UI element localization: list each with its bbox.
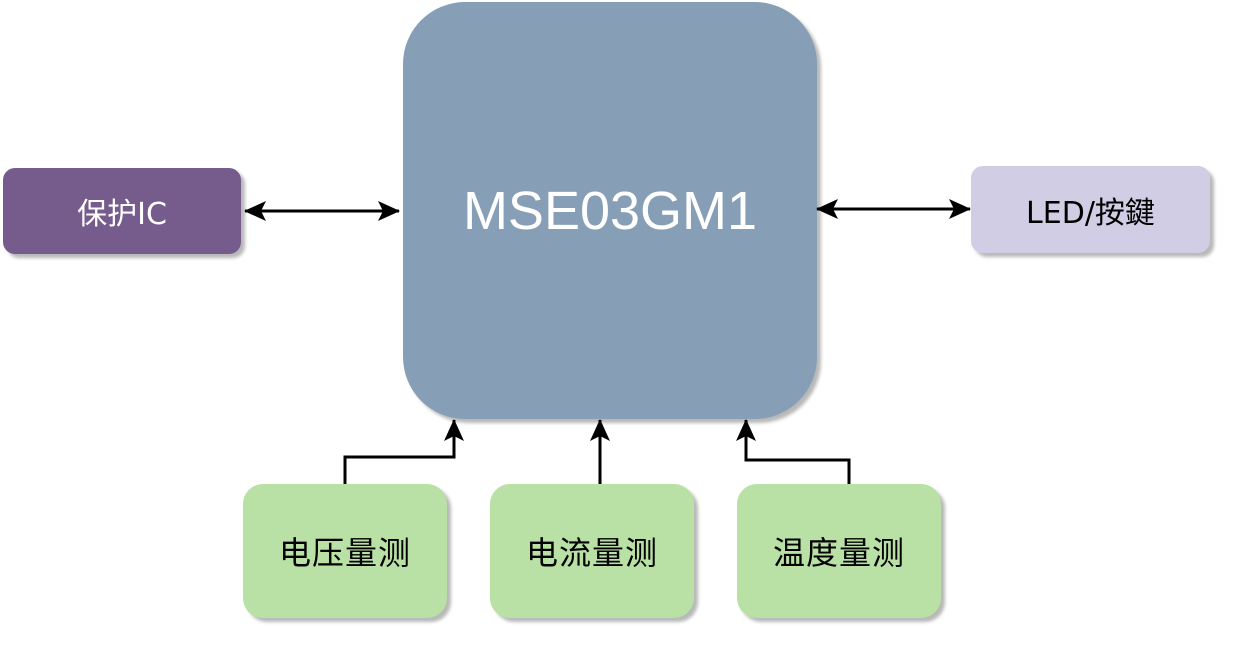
temperature-measure-label: 温度量测 — [772, 534, 905, 572]
temperature-mcu-arrow — [736, 419, 851, 484]
led-keys-label: LED/按鍵 — [1026, 195, 1155, 231]
mcu-block: MSE03GM1 — [403, 2, 817, 419]
temperature-measure-block: 温度量测 — [737, 484, 941, 618]
led-keys-block: LED/按鍵 — [971, 166, 1210, 253]
voltage-mcu-arrow — [343, 419, 464, 484]
protect-ic-block: 保护IC — [3, 168, 241, 254]
voltage-measure-block: 电压量测 — [243, 484, 447, 618]
protect-ic-label: 保护IC — [77, 197, 167, 232]
current-measure-label: 电流量测 — [525, 534, 658, 572]
voltage-measure-label: 电压量测 — [278, 534, 411, 572]
current-measure-block: 电流量测 — [490, 484, 694, 618]
mcu-label: MSE03GM1 — [462, 180, 758, 241]
